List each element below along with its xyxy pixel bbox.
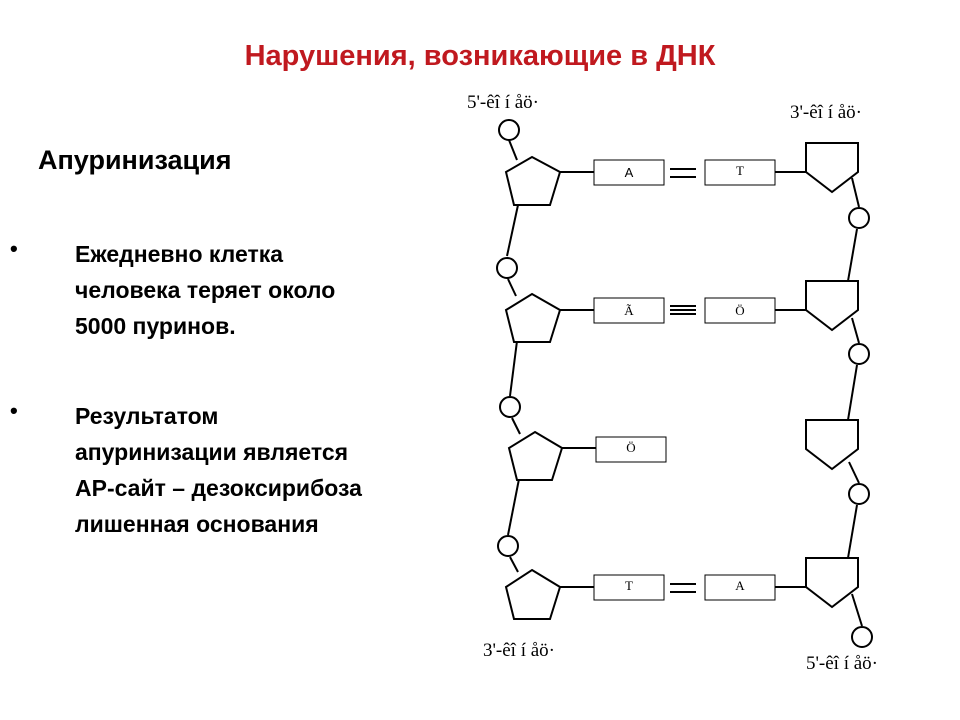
double-hydrogen-bond [670, 168, 696, 178]
base-label-a: A [735, 578, 745, 593]
base-boxes [593, 159, 776, 601]
bullet-marker: • [10, 236, 18, 261]
double-hydrogen-bond [670, 583, 696, 593]
bullet-text-ap-site: Результатом апуринизации является АР-сай… [75, 403, 362, 537]
base-label-t: T [736, 163, 744, 178]
deoxyribose-sugar [504, 142, 859, 620]
base-label-c: Ö [735, 303, 744, 318]
slide-subtitle: Апуринизация [38, 145, 232, 175]
base-label-t: T [625, 578, 633, 593]
base-label-unpaired: Ö [626, 440, 635, 455]
bullet-text-daily-loss: Ежедневно клетка человека теряет около 5… [75, 241, 336, 339]
base-label-g: Ã [624, 303, 634, 318]
phosphate-group [496, 119, 873, 648]
strand-end-label-right-top: 3'-êî í åö· [790, 102, 862, 123]
strand-end-label-left-top: 5'-êî í åö· [467, 92, 539, 113]
triple-hydrogen-bond [670, 305, 696, 315]
bullet-marker: • [10, 398, 18, 423]
base-label-a: A [625, 165, 634, 180]
slide-title: Нарушения, возникающие в ДНК [244, 40, 716, 72]
strand-end-label-left-bottom: 3'-êî í åö· [483, 640, 555, 661]
strand-end-label-right-bottom: 5'-êî í åö· [806, 653, 878, 674]
